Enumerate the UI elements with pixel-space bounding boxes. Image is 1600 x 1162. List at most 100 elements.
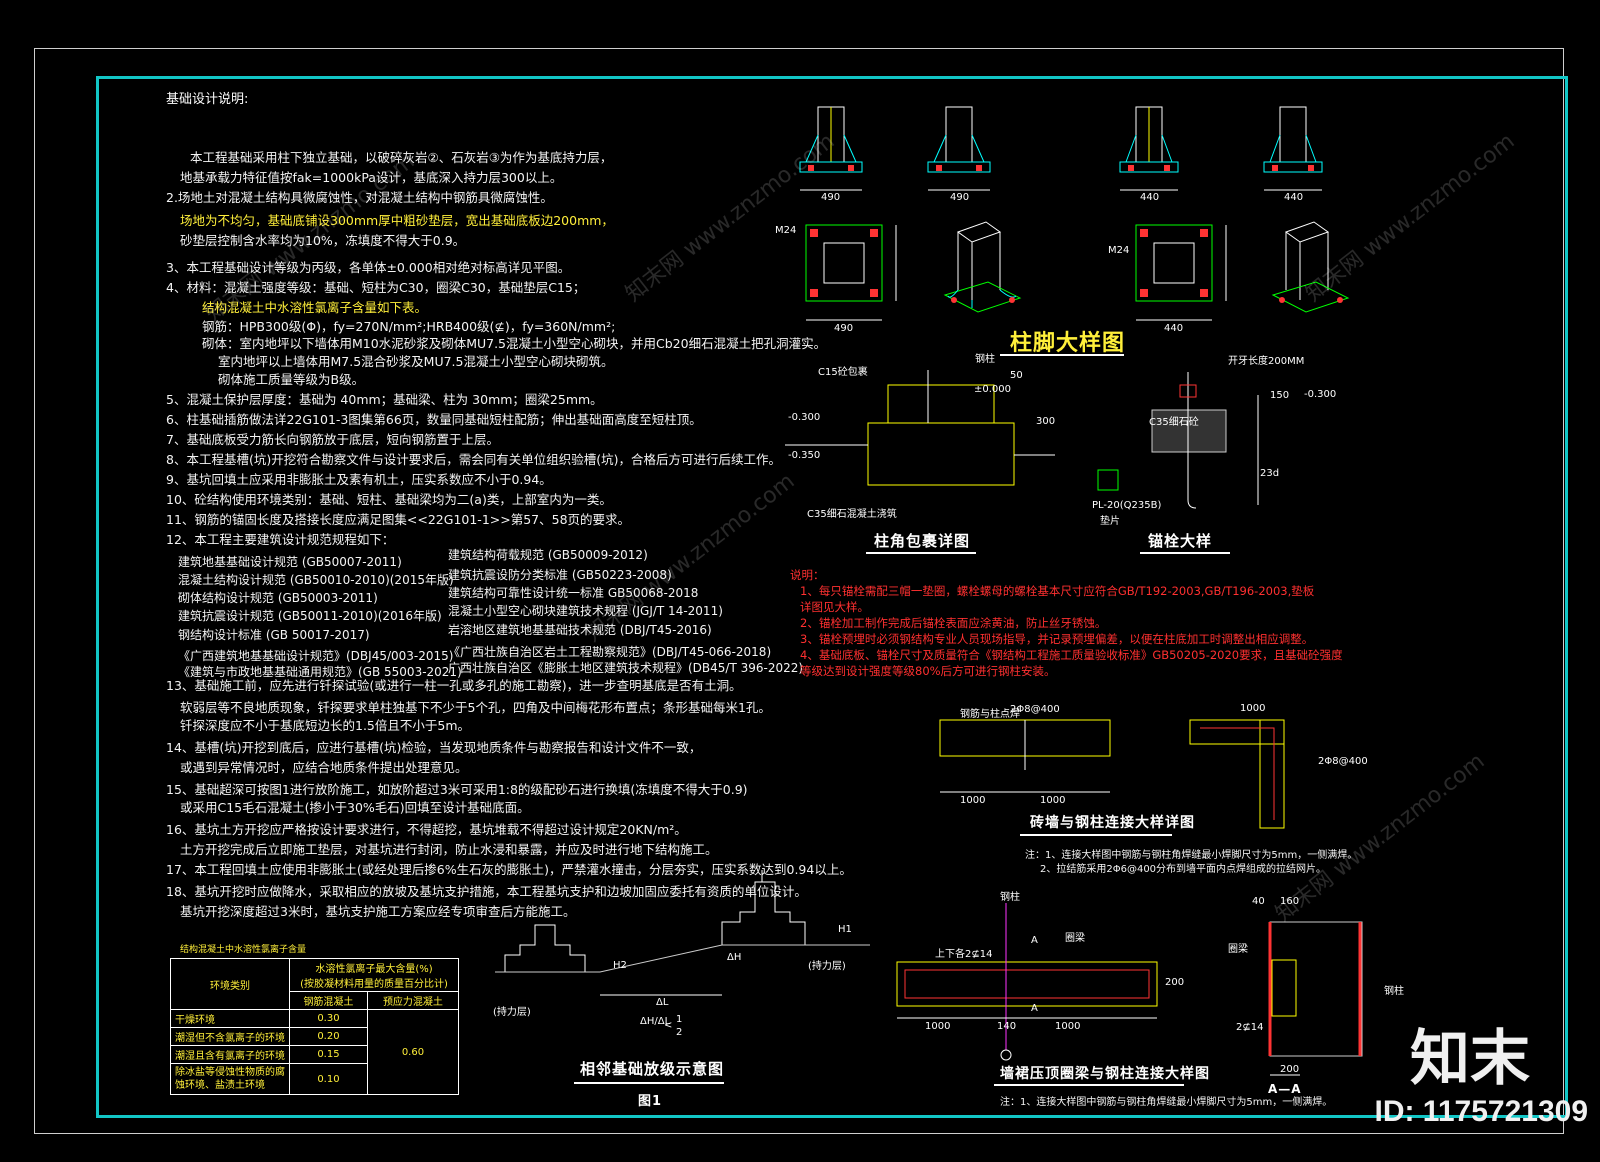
base-elevation-2 (927, 106, 991, 191)
red-note-line: 等级达到设计强度等级80%后方可进行钢柱安装。 (800, 664, 1056, 678)
dim-label: -0.300 (788, 412, 821, 423)
col-max: 水溶性氯离子最大含量(%)(按胶凝材料用量的质量百分比计) (289, 958, 459, 992)
dim-label: 200 (1165, 977, 1185, 988)
dim-label: 垫片 (1100, 516, 1120, 527)
title-underline (994, 1084, 1184, 1086)
note-line: 或采用C15毛石混凝土(掺小于30%毛石)回填至设计基础底面。 (180, 800, 530, 815)
dim-label: 圈梁 (1065, 933, 1085, 944)
note-line: 7、基础底板受力筋长向钢筋放于底层，短向钢筋置于上层。 (166, 432, 499, 447)
standard-item: 岩溶地区建筑地基基础技术规范 (DBJ/T45-2016) (448, 623, 712, 637)
dim-label: 1000 (1040, 795, 1066, 806)
column-wrap-drawing (785, 370, 1055, 486)
brick-note-1: 注：1、连接大样图中钢筋与钢柱角焊缝最小焊脚尺寸为5mm，一侧满焊。 (1025, 850, 1358, 861)
section-aa-label: A—A (1268, 1082, 1302, 1096)
dim-label: 开牙长度200MM (1228, 356, 1305, 367)
note-line: 本工程基础采用柱下独立基础，以破碎灰岩②、石灰岩③为作为基底持力层， (190, 150, 613, 165)
note-line: 软弱层等不良地质现象，钎探要求单柱独基下不少于5个孔，四角及中间梅花形布置点；条… (180, 700, 771, 715)
base-elevation-4 (1263, 106, 1323, 191)
note-line: 2.场地土对混凝土结构具微腐蚀性，对混凝土结构中钢筋具微腐蚀性。 (166, 190, 553, 205)
column-wrap-title: 柱角包裹详图 (874, 532, 971, 550)
title-underline (1020, 834, 1172, 836)
standard-item: 砌体结构设计规范 (GB50003-2011) (178, 591, 378, 605)
ring-note: 注：1、连接大样图中钢筋与钢柱角焊缝最小焊脚尺寸为5mm，一侧满焊。 (1000, 1097, 1333, 1108)
base-plan-2 (1135, 224, 1227, 321)
drawing-border-inner (96, 76, 1568, 1118)
note-line: 砂垫层控制含水率均为10%，冻填度不得大于0.9。 (180, 233, 466, 248)
note-line: 砌体：室内地坪以下墙体用M10水泥砂浆及砌体MU7.5混凝土小型空心砌块，并用C… (202, 336, 827, 351)
dim-label: A (1031, 1003, 1038, 1014)
note-line: 16、基坑土方开挖应严格按设计要求进行，不得超挖，基坑堆载不得超过设计规定20K… (166, 822, 687, 837)
dim-label: 1000 (1055, 1021, 1081, 1032)
section-aa-drawing (1268, 921, 1363, 1076)
note-line: 砌体施工质量等级为B级。 (218, 372, 365, 387)
dim-label: 圈梁 (1228, 944, 1248, 955)
dim-label: 440 (1164, 323, 1184, 334)
base-3d-1 (943, 221, 1022, 313)
standard-item: 建筑抗震设计规范 (GB50011-2010)(2016年版) (178, 609, 442, 623)
base-plan-1 (805, 224, 897, 321)
notes-title: 基础设计说明: (166, 92, 249, 107)
dim-label: C35细石混凝土浇筑 (807, 509, 897, 520)
note-line: 地基承载力特征值按fak=1000kPa设计，基底深入持力层300以上。 (180, 170, 563, 185)
dim-label: < (664, 1020, 673, 1031)
dim-label: 50 (1010, 370, 1023, 381)
standard-item: 钢结构设计标准 (GB 50017-2017) (178, 628, 370, 642)
red-note-line: 说明： (790, 568, 825, 582)
red-note-line: 详图见大样。 (800, 600, 869, 614)
fig1-label: 图1 (638, 1094, 663, 1109)
dim-label: 钢柱 (1000, 892, 1020, 903)
base-elevation-3 (1119, 106, 1179, 191)
note-line: 13、基础施工前，应先进行钎探试验(或进行一柱一孔或多孔的施工勘察)，进一步查明… (166, 678, 742, 693)
adjacent-title: 相邻基础放级示意图 (580, 1060, 725, 1078)
dim-label: M24 (775, 225, 797, 236)
note-line: 8、本工程基槽(坑)开挖符合勘察文件与设计要求后，需会同有关单位组织验槽(坑)，… (166, 452, 781, 467)
standard-item: 《广西建筑地基基础设计规范》(DBJ45/003-2015) (178, 649, 454, 663)
adjacent-foundation-drawing (495, 870, 870, 996)
chloride-table: 环境类别 水溶性氯离子最大含量(%)(按胶凝材料用量的质量百分比计) 钢筋混凝土… (170, 958, 460, 1095)
standard-item: 广西壮族自治区《膨胀土地区建筑技术规程》(DB45/T 396-2022) (448, 661, 804, 675)
note-line: 或遇到异常情况时，应结合地质条件提出处理意见。 (180, 760, 468, 775)
note-line: 14、基槽(坑)开挖到底后，应进行基槽(坑)检验，当发现地质条件与勘察报告和设计… (166, 740, 702, 755)
note-line: 9、基坑回填土应采用非膨胀土及素有机土，压实系数应不小于0.94。 (166, 472, 552, 487)
note-line: 4、材料：混凝土强度等级：基础、短柱为C30，圈梁C30，基础垫层C15； (166, 280, 586, 295)
dim-label: 40 (1252, 896, 1265, 907)
standard-item: 建筑抗震设防分类标准 (GB50223-2008) (448, 568, 672, 582)
red-note-line: 2、锚栓加工制作完成后锚栓表面应涂黄油，防止丝牙锈蚀。 (800, 616, 1107, 630)
anchor-drawing (1097, 372, 1259, 509)
brand-logo: 知末 (1410, 1024, 1530, 1094)
dim-label: -0.350 (788, 450, 821, 461)
note-line: 基坑开挖深度超过3米时，基坑支护施工方案应经专项审查后方能施工。 (180, 904, 576, 919)
dim-label: 2Φ8@400 (1318, 756, 1368, 767)
base-elevation-1 (799, 106, 863, 191)
image-id: ID: 1175721309 (1374, 1095, 1588, 1128)
note-line: 钎探深度应不小于基底短边长的1.5倍且不小于5m。 (180, 718, 471, 733)
table-cell: 0.60 (366, 1009, 460, 1095)
col-env: 环境类别 (170, 958, 290, 1010)
standard-item: 混凝土结构设计规范 (GB50010-2010)(2015年版) (178, 573, 454, 587)
dim-label: 钢筋与柱点焊 (960, 709, 1020, 720)
anchor-title: 锚栓大样 (1148, 532, 1213, 550)
standard-item: 建筑地基基础设计规范 (GB50007-2011) (178, 555, 402, 569)
note-line: 5、混凝土保护层厚度：基础为 40mm；基础梁、柱为 30mm；圈梁25mm。 (166, 392, 603, 407)
brick-note-2: 2、拉结筋采用2Φ6@400分布到墙平面内点焊组成的拉结网片。 (1040, 864, 1327, 875)
dim-label: 1000 (960, 795, 986, 806)
ring-beam-title: 墙裙压顶圈梁与钢柱连接大样图 (1000, 1066, 1210, 1082)
dim-label: 23d (1260, 468, 1280, 479)
note-line: 场地为不均匀，基础底铺设300mm厚中粗砂垫层，宽出基础底板边200mm， (180, 213, 614, 228)
dim-label: A (1031, 935, 1038, 946)
brick-wall-drawing (939, 719, 1285, 829)
red-note-line: 1、每只锚栓需配三帽一垫圈，螺栓螺母的螺栓基本尺寸应符合GB/T192-2003… (800, 584, 1315, 598)
dim-label: 2 (676, 1027, 683, 1038)
dim-label: 上下各2⊈14 (935, 949, 993, 960)
dim-label: (持力层) (808, 961, 846, 972)
title-underline (574, 1082, 724, 1084)
table-cell: 除冰盐等侵蚀性物质的腐蚀环境、盐渍土环境 (170, 1063, 290, 1095)
note-line: 结构混凝土中水溶性氯离子含量如下表。 (202, 300, 428, 315)
note-line: 18、基坑开挖时应做降水，采取相应的放坡及基坑支护措施，本工程基坑支护和边坡加固… (166, 884, 807, 899)
note-line: 15、基础超深可按图1进行放阶施工，如放阶超过3米可采用1:8的级配砂石进行换填… (166, 782, 748, 797)
table-cell: 0.10 (289, 1063, 368, 1095)
dim-label: 1000 (925, 1021, 951, 1032)
dim-label: 150 (1270, 390, 1290, 401)
title-underline (1140, 552, 1230, 554)
